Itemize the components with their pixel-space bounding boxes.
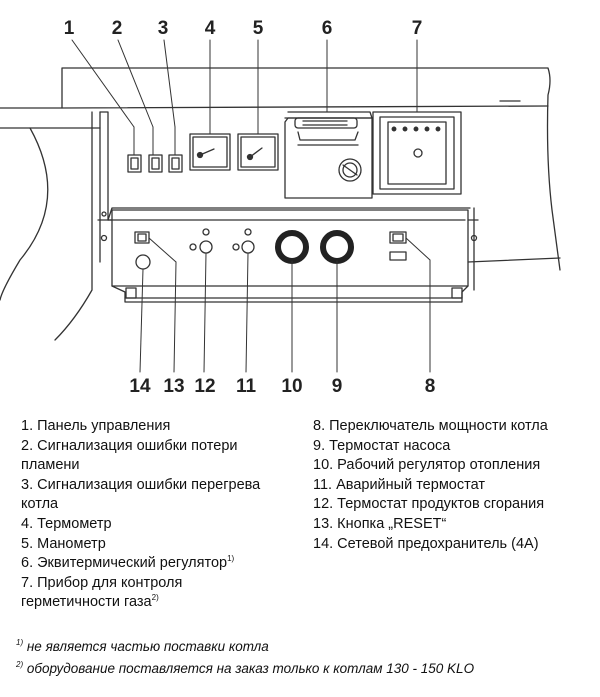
footnote-mark: 1) xyxy=(227,554,235,564)
housing-top-outline xyxy=(0,67,561,271)
leader-8 xyxy=(405,237,431,261)
leader-12 xyxy=(203,252,207,373)
leader-2 xyxy=(117,39,154,128)
callout-1: 1 xyxy=(64,18,75,39)
legend-item: 13. Кнопка „RESET“ xyxy=(313,515,447,532)
gas-tightness-device xyxy=(372,111,462,195)
legend-item: 7. Прибор для контроля xyxy=(21,574,183,591)
equithermic-regulator xyxy=(284,117,373,199)
callout-9: 9 xyxy=(332,376,343,397)
callout-12: 12 xyxy=(194,376,215,397)
callout-14: 14 xyxy=(129,376,151,397)
callout-10: 10 xyxy=(281,376,302,397)
pump-thermostat-knob xyxy=(320,230,354,264)
callout-13: 13 xyxy=(163,376,184,397)
legend-item: пламени xyxy=(21,457,80,474)
mains-fuse xyxy=(135,254,151,270)
leader-3 xyxy=(163,39,176,128)
callout-4: 4 xyxy=(205,18,216,39)
legend-item: 1. Панель управления xyxy=(21,418,171,434)
lamp-switch-2 xyxy=(148,154,163,173)
legend-item: 5. Манометр xyxy=(21,535,106,552)
legend-item: 9. Термостат насоса xyxy=(313,437,451,454)
callout-8: 8 xyxy=(425,376,436,397)
lower-control-panel xyxy=(111,209,469,287)
legend-item: 8. Переключатель мощности котла xyxy=(313,418,548,434)
emergency-thermostat xyxy=(241,240,255,254)
leader-11 xyxy=(245,252,249,373)
thermometer-gauge xyxy=(189,133,231,171)
leader-14 xyxy=(139,268,144,373)
legend-left: 1. Панель управления 2. Сигнализация оши… xyxy=(21,417,260,613)
heating-regulator-knob xyxy=(275,230,309,264)
flue-gas-thermostat xyxy=(199,240,213,254)
legend-item: 14. Сетевой предохранитель (4A) xyxy=(313,535,539,552)
legend-item: 11. Аварийный термостат xyxy=(313,476,485,493)
legend-item: 3. Сигнализация ошибки перегрева xyxy=(21,476,261,493)
legend-item: 6. Эквитермический регулятор1) xyxy=(21,554,235,572)
footnotes: 1) не является частью поставки котла 2) … xyxy=(16,636,474,680)
legend-item: 2. Сигнализация ошибки потери xyxy=(21,437,238,454)
callout-5: 5 xyxy=(253,18,264,39)
housing-inner-line xyxy=(61,105,549,109)
boiler-control-panel-diagram: 1 2 3 4 5 6 7 14 13 12 11 10 9 8 xyxy=(0,18,561,397)
legend-right: 8. Переключатель мощности котла 9. Термо… xyxy=(313,417,548,554)
housing-left-side xyxy=(0,127,49,301)
footnote-2: 2) оборудование поставляется на заказ то… xyxy=(16,660,475,677)
legend-item: герметичности газа2) xyxy=(21,593,159,611)
leader-1 xyxy=(71,39,135,128)
footnote-1: 1) не является частью поставки котла xyxy=(16,638,269,655)
upper-panel-outline xyxy=(99,111,466,221)
callout-6: 6 xyxy=(322,18,333,39)
leader-13 xyxy=(148,237,177,263)
callout-3: 3 xyxy=(158,18,169,39)
legend-item: 4. Термометр xyxy=(21,515,112,532)
legend-item: 12. Термостат продуктов сгорания xyxy=(313,496,545,513)
legend-item: 10. Рабочий регулятор отопления xyxy=(313,457,541,474)
callout-11: 11 xyxy=(236,376,257,397)
legend-item: котла xyxy=(21,496,59,513)
manometer-gauge xyxy=(237,133,279,171)
callout-2: 2 xyxy=(112,18,123,39)
callout-7: 7 xyxy=(412,18,423,39)
footnote-mark: 2) xyxy=(151,593,159,603)
